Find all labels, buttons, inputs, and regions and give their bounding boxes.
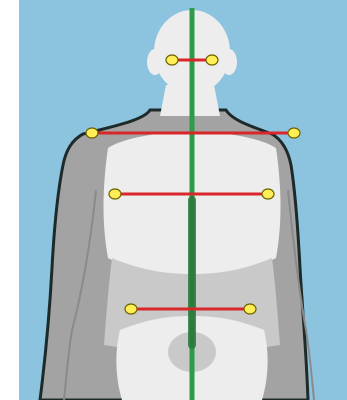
circle-marker-icon	[166, 55, 178, 65]
circle-marker-icon	[244, 304, 256, 314]
circle-marker-icon	[206, 55, 218, 65]
circle-marker-icon	[288, 128, 300, 138]
left-ear	[147, 49, 163, 75]
circle-marker-icon	[86, 128, 98, 138]
right-ear	[221, 49, 237, 75]
circle-marker-icon	[109, 189, 121, 199]
circle-marker-icon	[262, 189, 274, 199]
circle-marker-icon	[125, 304, 137, 314]
